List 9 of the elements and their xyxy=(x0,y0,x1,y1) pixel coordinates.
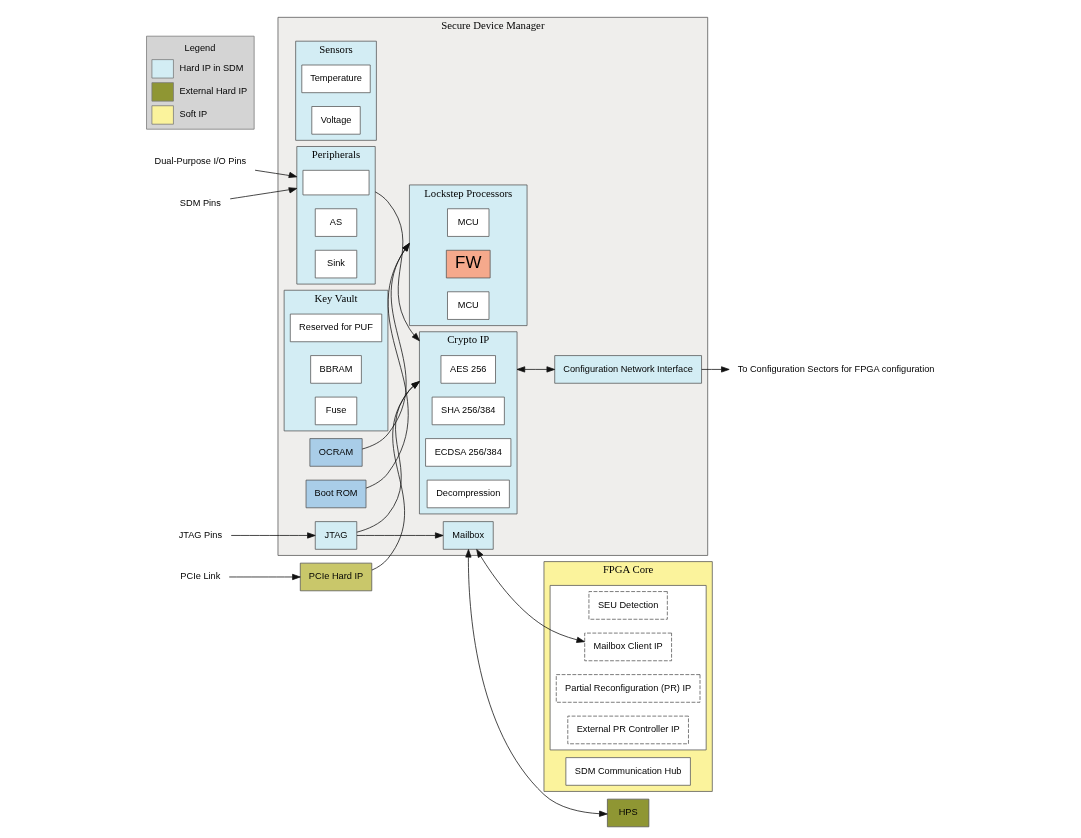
legend-label: Soft IP xyxy=(179,109,208,120)
node-text: PCIe Link xyxy=(180,571,221,582)
label: Legend xyxy=(184,42,216,53)
legend-label: Hard IP in SDM xyxy=(179,63,244,74)
legend-label: External Hard IP xyxy=(179,86,248,97)
node-text: SDM Pins xyxy=(179,197,221,208)
node-text: JTAG Pins xyxy=(178,529,223,540)
node-text: To Configuration Sectors for FPGA configuration xyxy=(737,363,935,374)
node-text: Dual-Purpose I/O Pins xyxy=(154,156,247,167)
